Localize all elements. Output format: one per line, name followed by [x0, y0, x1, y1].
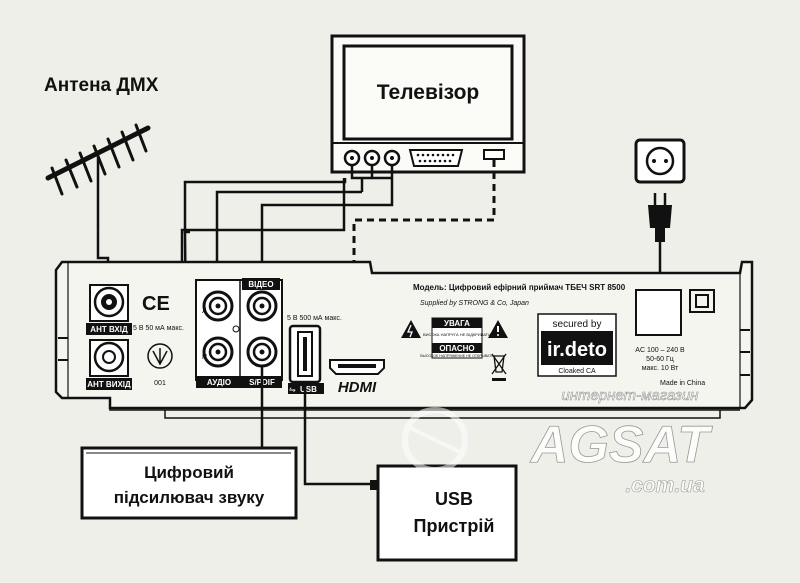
hdmi-port: [329, 359, 385, 375]
ant-out-label: АНТ ВИХІД: [87, 380, 131, 389]
double-insulation-icon: [689, 289, 715, 313]
left-channel-label: Л: [202, 308, 207, 315]
made-in-label: Made in China: [660, 380, 705, 387]
antenna-label: Антена ДМХ: [44, 75, 159, 96]
usb-port-label: USB: [300, 385, 317, 394]
watermark-brand: AGSAT: [529, 416, 713, 474]
model-label: Модель: Цифровий ефірний приймач ТБЕЧ SR…: [413, 283, 626, 292]
ce-mark: CE: [142, 293, 170, 315]
tv-scart-port: [408, 149, 464, 167]
usb-device: [370, 464, 518, 562]
ac-rating-line1: AC 100 – 240 В: [635, 347, 685, 354]
rca-block: [195, 278, 283, 388]
ant-in-label: АНТ ВХІД: [90, 325, 128, 334]
certification-icon: [147, 343, 173, 369]
watermark: [402, 407, 468, 473]
warning-triangle-icon: [401, 320, 421, 338]
amp-label-line2: підсилювач звуку: [114, 488, 265, 507]
irdeto-logo: ir.deto: [547, 339, 607, 361]
ac-rating-line2: 50-60 Гц: [646, 356, 674, 363]
supplier-label: Supplied by STRONG & Co, Japan: [420, 300, 529, 307]
ant-in-connector: [89, 284, 129, 322]
danger-title: ОПАСНО: [439, 344, 474, 353]
ant-out-connector: [89, 339, 129, 377]
usb-icon: ⇋: [289, 385, 296, 394]
usb-cable: [303, 382, 370, 486]
power-outlet-icon: [634, 138, 686, 184]
audio-label: АУДІО: [207, 378, 231, 387]
secured-by-label: secured by: [553, 319, 602, 330]
watermark-line1: интернет-магазин: [561, 387, 698, 404]
power-input: [635, 289, 682, 336]
weee-bin-icon: [491, 353, 507, 381]
antenna-icon: [45, 123, 151, 227]
right-channel-label: П: [202, 354, 207, 361]
usb-device-label-line2: Пристрій: [414, 516, 495, 536]
watermark-domain: .com.ua: [625, 474, 705, 497]
digital-amplifier: [80, 446, 298, 520]
video-label: ВІДЕО: [248, 280, 273, 289]
warning-text: ВИСОКА НАПРУГА НЕ ВІДКРИВАТИ: [423, 332, 491, 337]
usb-device-label-line1: USB: [435, 489, 473, 509]
power-5v-label: 5 В 50 мА макс.: [133, 325, 184, 332]
usb-power-label: 5 В 500 мА макс.: [287, 315, 342, 322]
tv-label: Телевізор: [377, 81, 480, 104]
television: [330, 34, 526, 174]
irdeto-label-box: [537, 313, 617, 377]
warning-triangle-icon-2: [488, 320, 508, 338]
warning-label-box: [431, 317, 483, 359]
warning-title: УВАГА: [444, 319, 470, 328]
tv-hdmi-port: [483, 149, 505, 160]
ac-rating-line3: макс. 10 Вт: [642, 365, 679, 372]
usb-port: [288, 324, 322, 384]
hdmi-logo: HDMI: [338, 379, 377, 396]
amp-label-line1: Цифровий: [144, 463, 234, 482]
cert-number: 001: [154, 380, 166, 387]
danger-text: ВЫСОКОЕ НАПРЯЖЕНИЕ НЕ ОТКРЫВАТЬ: [420, 354, 494, 358]
cloaked-ca-label: Cloaked CA: [558, 368, 596, 375]
